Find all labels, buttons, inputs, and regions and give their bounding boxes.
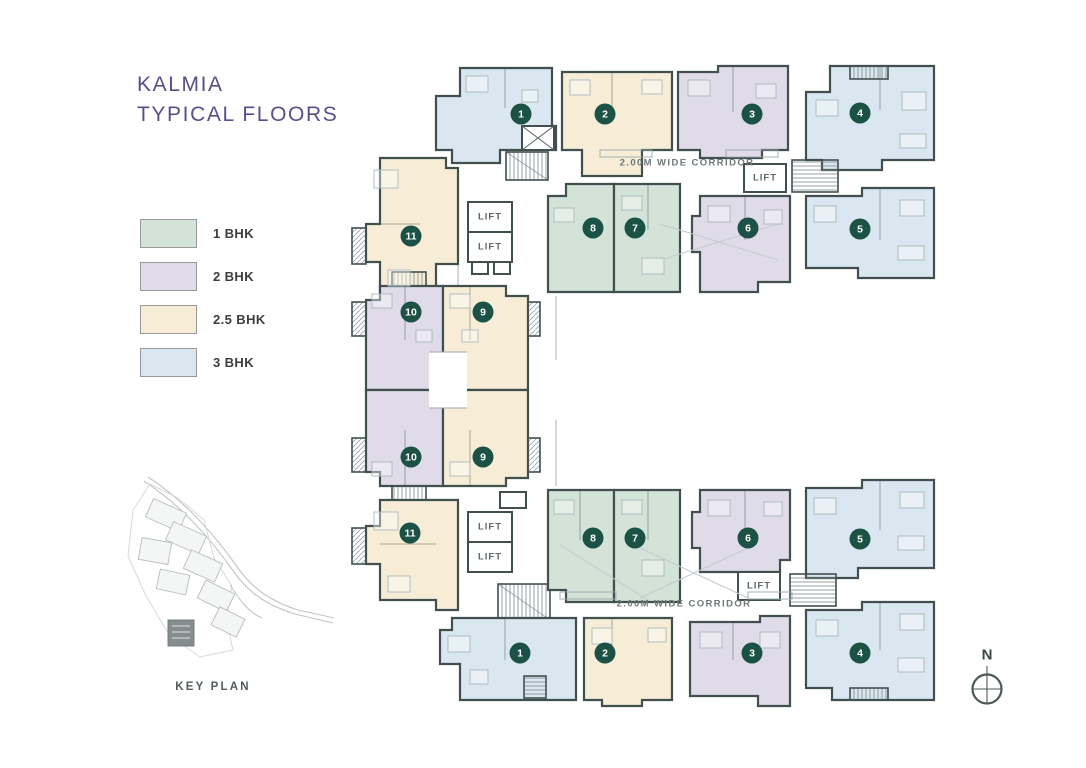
legend-label-2bhk: 2 BHK: [213, 269, 255, 284]
key-plan-sketch: [127, 476, 335, 658]
unit-badge-7-top: 7: [624, 217, 646, 239]
unit-badge-6-bottom: 6: [737, 527, 759, 549]
lift-label-bottom-2: LIFT: [477, 551, 503, 563]
lift-label-bottom-right: LIFT: [746, 580, 772, 592]
unit-badge-4-top: 4: [849, 102, 871, 124]
unit-badge-9-lower: 9: [472, 446, 494, 468]
unit-badge-6-top: 6: [737, 217, 759, 239]
unit-badge-5-top: 5: [849, 218, 871, 240]
legend: 1 BHK 2 BHK 2.5 BHK 3 BHK: [140, 219, 266, 377]
title-line2: TYPICAL FLOORS: [137, 103, 339, 126]
top-wing: [351, 64, 936, 302]
furniture-hints: [371, 75, 927, 685]
unit-badge-3-bottom: 3: [741, 642, 763, 664]
bottom-wing: [351, 478, 936, 708]
legend-label-1bhk: 1 BHK: [213, 226, 255, 241]
lift-label-top-2: LIFT: [477, 241, 503, 253]
unit-badge-9-upper: 9: [472, 301, 494, 323]
legend-swatch-3bhk: [140, 348, 197, 377]
unit-badge-8-top: 8: [582, 217, 604, 239]
legend-swatch-2-5bhk: [140, 305, 197, 334]
unit-badge-11-bottom: 11: [399, 522, 421, 544]
corridor-label-top: 2.00M WIDE CORRIDOR: [619, 157, 755, 169]
key-plan-label: KEY PLAN: [175, 681, 251, 693]
unit-badge-10-lower: 10: [400, 446, 422, 468]
corridor-label-bottom: 2.00M WIDE CORRIDOR: [616, 598, 752, 610]
unit-badge-2-top: 2: [594, 103, 616, 125]
title-line1: KALMIA: [137, 73, 224, 96]
unit-badge-8-bottom: 8: [582, 527, 604, 549]
lift-label-top-right: LIFT: [752, 172, 778, 184]
unit-badge-4-bottom: 4: [849, 642, 871, 664]
legend-item-2bhk: 2 BHK: [140, 262, 266, 291]
legend-item-1bhk: 1 BHK: [140, 219, 266, 248]
lift-label-top-1: LIFT: [477, 211, 503, 223]
partition-lines: [366, 66, 881, 660]
legend-label-2-5bhk: 2.5 BHK: [213, 312, 266, 327]
legend-item-3bhk: 3 BHK: [140, 348, 266, 377]
unit-badge-2-bottom: 2: [594, 642, 616, 664]
page-title: KALMIA TYPICAL FLOORS: [137, 70, 338, 130]
legend-label-3bhk: 3 BHK: [213, 355, 255, 370]
unit-badge-5-bottom: 5: [849, 528, 871, 550]
unit-badge-3-top: 3: [741, 103, 763, 125]
unit-badge-7-bottom: 7: [624, 527, 646, 549]
legend-item-2-5bhk: 2.5 BHK: [140, 305, 266, 334]
unit-badge-1-top: 1: [510, 103, 532, 125]
lift-label-bottom-1: LIFT: [477, 521, 503, 533]
legend-swatch-1bhk: [140, 219, 197, 248]
middle-spine: [351, 264, 557, 501]
unit-badge-10-upper: 10: [400, 301, 422, 323]
north-label: N: [981, 646, 993, 664]
unit-badge-11-top: 11: [400, 225, 422, 247]
legend-swatch-2bhk: [140, 262, 197, 291]
north-compass-icon: [971, 666, 1003, 705]
unit-badge-1-bottom: 1: [509, 642, 531, 664]
